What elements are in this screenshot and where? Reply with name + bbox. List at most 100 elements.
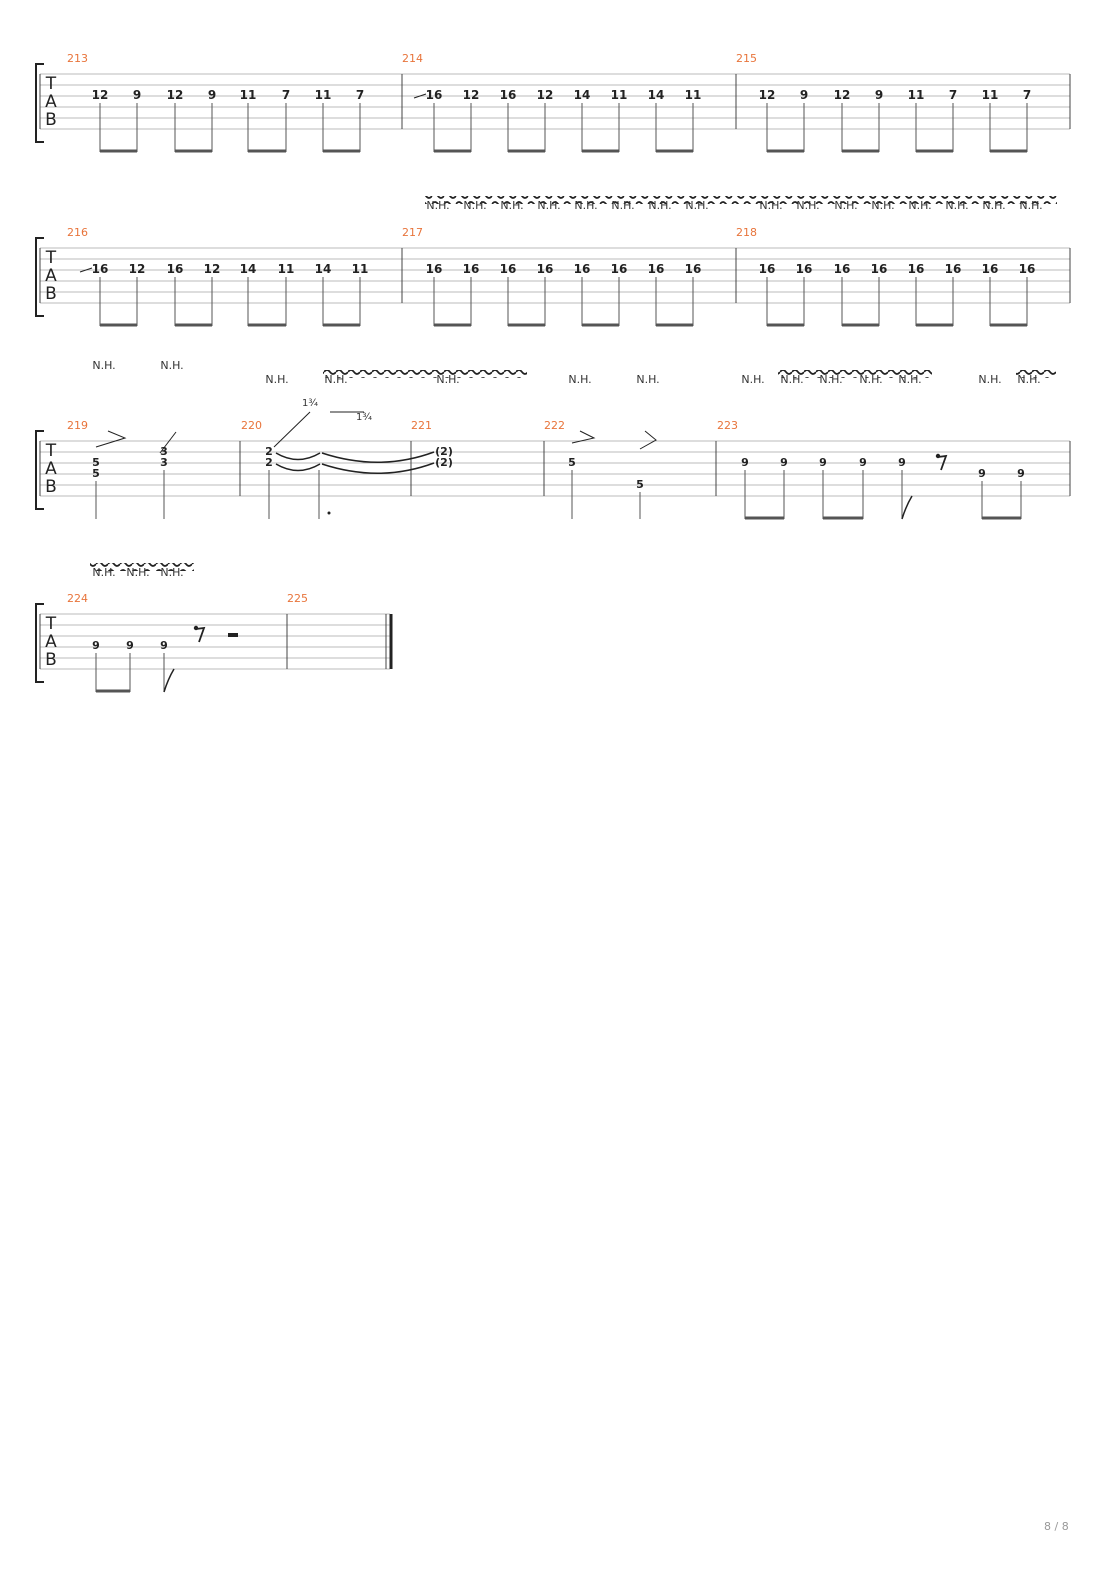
harmonic-label: N.H.: [741, 373, 764, 386]
tab-letter-b: B: [45, 650, 57, 670]
bar-number: 223: [717, 419, 738, 432]
fret-number: 11: [315, 88, 332, 102]
tab-letter-a: A: [45, 459, 57, 479]
barlines: [39, 248, 1071, 303]
tie: [275, 463, 321, 472]
flag: [901, 495, 913, 520]
harmonic-label: N.H.: [834, 199, 857, 212]
tab-letter-b: B: [45, 284, 57, 304]
fret-number: 16: [611, 262, 628, 276]
fret-number: 11: [982, 88, 999, 102]
vibrato-line: [1016, 370, 1056, 378]
harmonic-label: N.H.: [978, 373, 1001, 386]
harmonic-label: N.H.: [574, 199, 597, 212]
harmonic-label: N.H.: [126, 566, 149, 579]
fret-number: 12: [92, 88, 109, 102]
staff-bracket: [35, 237, 44, 317]
fret-number: 14: [574, 88, 591, 102]
system-3: N.H. N.H. N.H. N.H. N.H. N.H. N.H. N.H. …: [35, 359, 1071, 520]
fret-number: (2): [435, 445, 453, 458]
harmonic-label: N.H.: [1017, 373, 1040, 386]
harmonic-label: N.H.: [537, 199, 560, 212]
system-4: N.H. N.H. N.H. T A B 224 225 9 9 9: [35, 563, 393, 693]
fret-number: (2): [435, 456, 453, 469]
fret-number: 11: [611, 88, 628, 102]
harmonic-label: N.H.: [908, 199, 931, 212]
fret-number: 16: [500, 262, 517, 276]
harmonic-label: N.H.: [500, 199, 523, 212]
bar-number: 214: [402, 52, 423, 65]
dot: [327, 511, 331, 515]
fret-number: 16: [426, 88, 443, 102]
tab-letter-t: T: [45, 74, 57, 94]
staff-bracket: [35, 603, 44, 683]
barlines: [39, 441, 1071, 496]
harmonic-label: N.H.: [648, 199, 671, 212]
fret-number: 9: [160, 639, 168, 652]
harmonic-label: N.H.: [871, 199, 894, 212]
fret-number: 16: [685, 262, 702, 276]
fret-number: 9: [800, 88, 808, 102]
harmonic-markings: N.H. N.H. N.H. N.H. N.H. N.H. N.H. N.H. …: [426, 199, 1042, 212]
fret-number: 16: [92, 262, 109, 276]
harmonic-label: N.H.: [324, 373, 347, 386]
fret-number: 16: [463, 262, 480, 276]
tie: [275, 452, 321, 461]
fret-number: 3: [160, 456, 168, 469]
tie: [321, 451, 435, 463]
flag: [163, 668, 175, 693]
half-rest: [228, 633, 238, 637]
harmonic-label: N.H.: [982, 199, 1005, 212]
harmonic-label: N.H.: [759, 199, 782, 212]
harmonic-label: N.H.: [945, 199, 968, 212]
harmonic-label: N.H.: [898, 373, 921, 386]
harmonic-markings: N.H. N.H. N.H.: [92, 566, 183, 579]
system-1: T A B 213 214 215 12 9 12 9 11 7 11 7 16…: [35, 52, 1071, 153]
system-2: N.H. N.H. N.H. N.H. N.H. N.H. N.H. N.H. …: [35, 196, 1071, 327]
fret-number: 5: [92, 456, 100, 469]
fret-number: 11: [352, 262, 369, 276]
fret-number: 16: [574, 262, 591, 276]
fret-number: 16: [908, 262, 925, 276]
harmonic-label: N.H.: [160, 359, 183, 372]
fret-number: 16: [945, 262, 962, 276]
accent-mark: [639, 430, 657, 450]
fret-number: 12: [537, 88, 554, 102]
fret-number: 5: [568, 456, 576, 469]
staff-lines: [40, 613, 390, 670]
harmonic-label: N.H.: [92, 359, 115, 372]
fret-number: 12: [204, 262, 221, 276]
fret-number: 3: [160, 445, 168, 458]
fret-number: 14: [648, 88, 665, 102]
fret-number: 16: [426, 262, 443, 276]
fret-number: 9: [1017, 467, 1025, 480]
tab-letter-t: T: [45, 441, 57, 461]
fret-number: 9: [133, 88, 141, 102]
bend-amount: 1¾: [302, 398, 318, 409]
harmonic-label: N.H.: [611, 199, 634, 212]
fret-number: 12: [834, 88, 851, 102]
staff-bracket: [35, 63, 44, 143]
fret-number: 16: [834, 262, 851, 276]
fret-number: 16: [1019, 262, 1036, 276]
fret-number: 9: [208, 88, 216, 102]
tab-letter-t: T: [45, 248, 57, 268]
harmonic-label: N.H.: [796, 199, 819, 212]
bar-number: 222: [544, 419, 565, 432]
rest: [193, 625, 206, 643]
staff-bracket: [35, 430, 44, 510]
fret-number: 16: [759, 262, 776, 276]
harmonic-label: N.H.: [463, 199, 486, 212]
fret-number: 16: [982, 262, 999, 276]
fret-number: 11: [908, 88, 925, 102]
staff-lines: [40, 440, 1070, 497]
rest: [935, 453, 948, 471]
fret-number: 7: [356, 88, 364, 102]
bend-amount: 1¾: [356, 412, 372, 423]
fret-number: 11: [240, 88, 257, 102]
fret-number: 11: [685, 88, 702, 102]
fret-number: 16: [537, 262, 554, 276]
slide-mark: [159, 431, 177, 454]
bar-number: 213: [67, 52, 88, 65]
tab-letter-a: A: [45, 92, 57, 112]
